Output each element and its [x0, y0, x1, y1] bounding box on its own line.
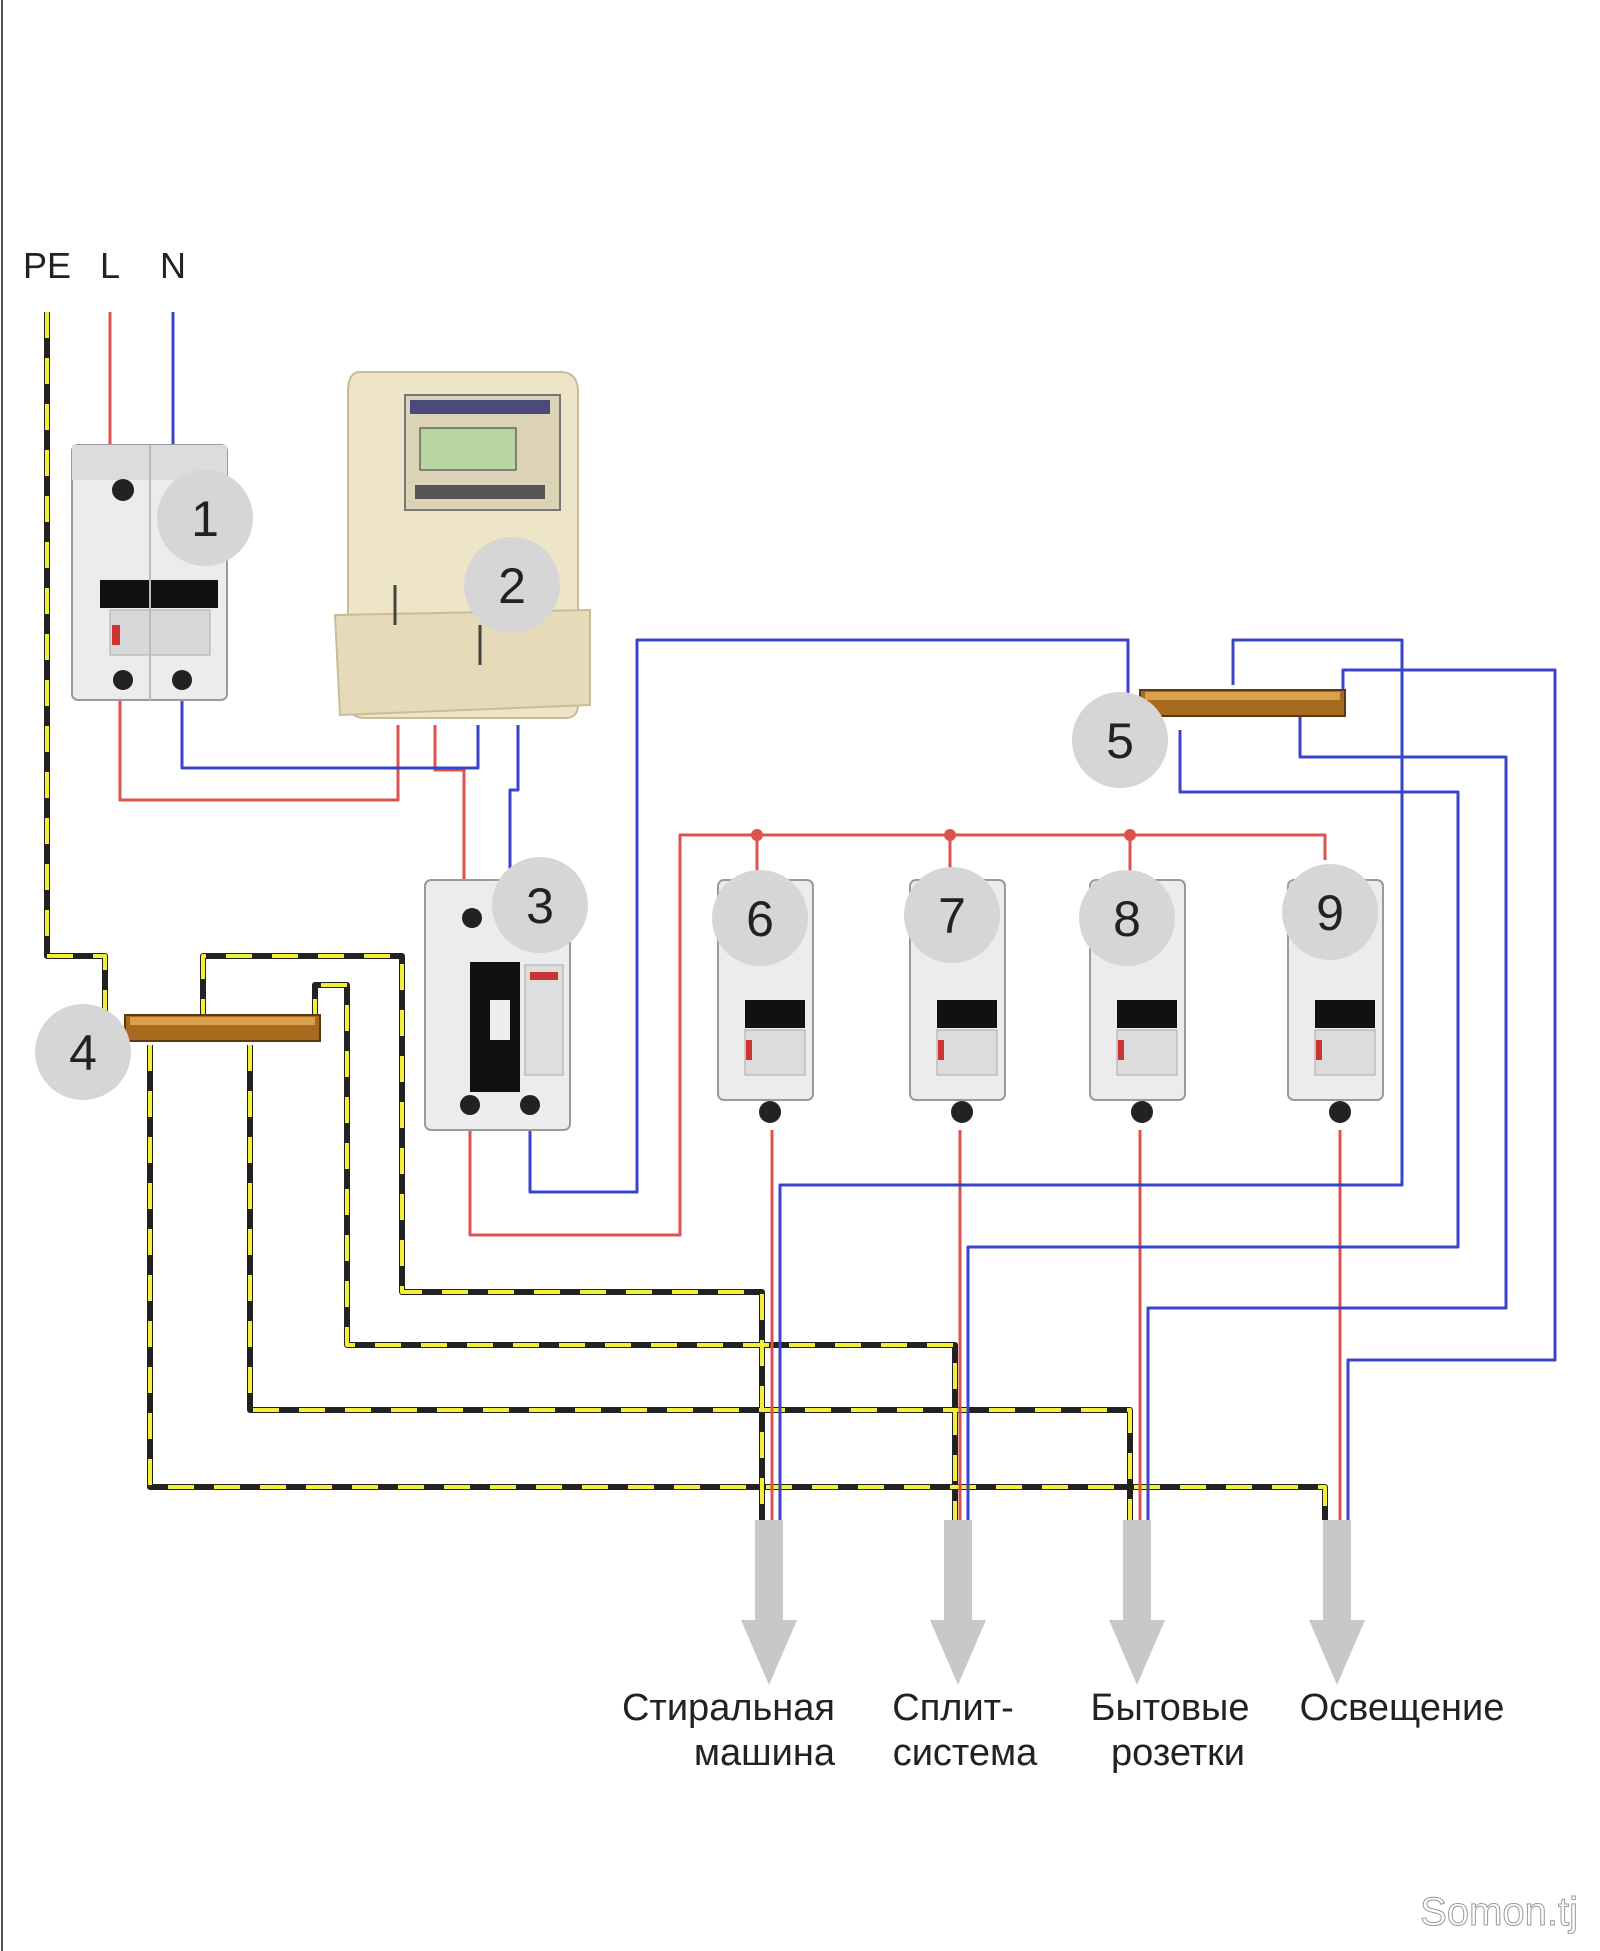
output-label-4-line1: Освещение: [1300, 1687, 1505, 1729]
arrow-split-system: [930, 1520, 986, 1685]
pe-label: PE: [23, 245, 71, 286]
output-label-2-line1: Сплит-: [892, 1687, 1013, 1729]
n-label: N: [160, 245, 186, 286]
output-label-2-line2: система: [893, 1732, 1038, 1774]
neutral-wires: [171, 312, 1557, 1520]
electricity-meter: [333, 371, 591, 719]
svg-text:2: 2: [498, 558, 526, 614]
badge-7: 7: [904, 867, 1000, 963]
main-breaker: [71, 444, 228, 701]
pe-wires: [44, 312, 1328, 1520]
svg-text:8: 8: [1113, 891, 1141, 947]
n-busbar: [1139, 689, 1346, 717]
supply-labels: PE L N: [23, 245, 186, 286]
phase-junctions: [751, 829, 1136, 841]
badge-1: 1: [157, 470, 253, 566]
svg-text:7: 7: [938, 888, 966, 944]
badge-2: 2: [464, 537, 560, 633]
output-label-1-line2: машина: [694, 1732, 836, 1774]
badge-3: 3: [492, 857, 588, 953]
watermark: Somon.tj: [1420, 1890, 1578, 1934]
arrow-washing-machine: [741, 1520, 797, 1685]
output-arrows: [741, 1520, 1365, 1685]
phase-wires: [108, 312, 1342, 1520]
svg-text:1: 1: [191, 491, 219, 547]
output-label-3-line1: Бытовые: [1091, 1687, 1250, 1729]
pe-busbar: [124, 1014, 321, 1042]
svg-text:6: 6: [746, 891, 774, 947]
svg-text:5: 5: [1106, 713, 1134, 769]
arrow-lighting: [1309, 1520, 1365, 1685]
number-badges: 1 2 3 4 5 6 7 8 9: [35, 470, 1378, 1100]
svg-text:9: 9: [1316, 885, 1344, 941]
badge-8: 8: [1079, 870, 1175, 966]
output-label-1-line1: Стиральная: [622, 1687, 835, 1729]
badge-4: 4: [35, 1004, 131, 1100]
output-labels: Стиральная машина Сплит- система Бытовые…: [622, 1687, 1504, 1774]
badge-9: 9: [1282, 864, 1378, 960]
output-label-3-line2: розетки: [1111, 1732, 1245, 1774]
arrow-sockets: [1109, 1520, 1165, 1685]
svg-text:3: 3: [526, 878, 554, 934]
badge-6: 6: [712, 870, 808, 966]
l-label: L: [100, 245, 120, 286]
badge-5: 5: [1072, 692, 1168, 788]
svg-text:4: 4: [69, 1025, 97, 1081]
